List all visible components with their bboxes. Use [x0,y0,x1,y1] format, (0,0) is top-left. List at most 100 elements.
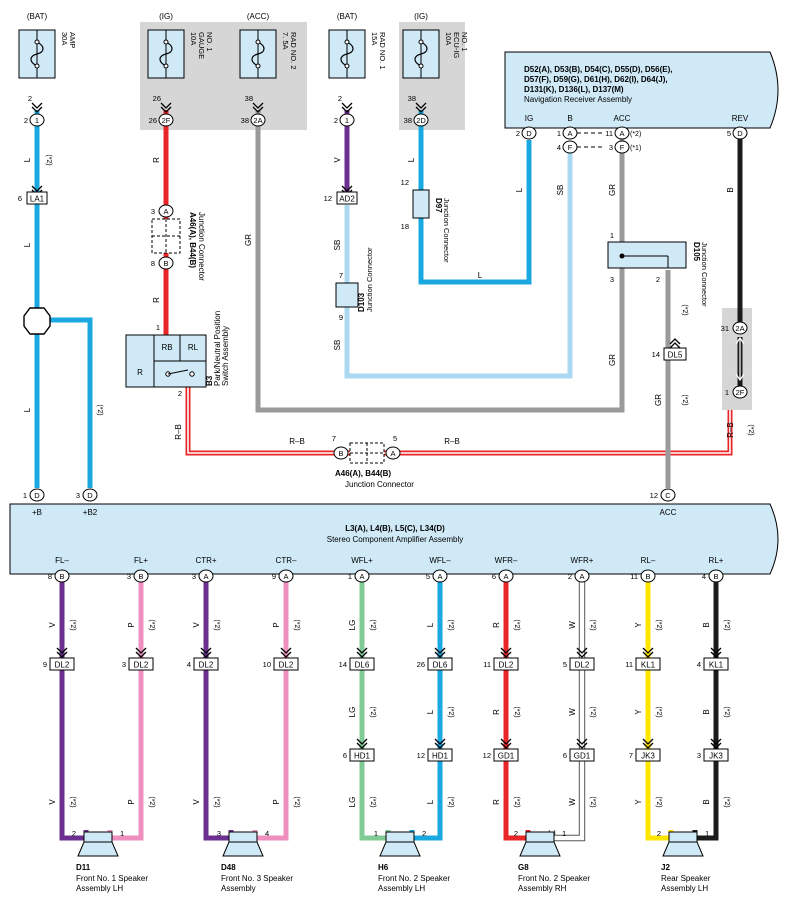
fuse-rad1-element [340,41,354,67]
amp-top-pin-2 [660,488,676,502]
amp-out-conn1-9 [703,657,729,671]
speaker-pinr-3: 1 [562,829,566,838]
lbl-n-5: (*2) [747,424,754,435]
amp-out-wire2-7: W [568,708,577,716]
jcl-pin-a [385,446,401,460]
amp-out-wire2-9: B [702,709,711,714]
amp-out-chev1-2 [200,647,212,658]
conn-la1 [26,191,48,205]
nav-term-ig: IG [525,114,533,123]
pin-num-1: 26 [149,116,157,125]
wire-sb-b [344,150,573,379]
amp-out-p1-6: 11 [483,660,491,669]
amp-out-conn1-7 [569,657,595,671]
b3-pin2: 2 [178,389,182,398]
amp-out-label-9: RL+ [709,556,724,565]
jcu-pin-b [158,256,174,270]
speaker-pinr-4: 1 [705,829,709,838]
amp-name: Stereo Component Amplifier Assembly [327,535,464,544]
d97-pin-top: 12 [401,178,409,187]
amp-out-note-4: (*2) [369,619,376,630]
pin-acc-2a-label: 2A [253,116,262,125]
nav-pin-ig [521,126,537,140]
wire-amp-b2 [37,317,93,488]
amp-out-note-0: (*2) [69,619,76,630]
nav-pin-ig-label: D [526,129,532,138]
amp-out-note2-4: (*2) [369,706,376,717]
amp-out-p1-9: 4 [697,660,701,669]
fuse-name-ecu: ECU-IG [452,32,461,58]
pin-amp-1-label: 1 [35,116,39,125]
amp-out-pin-0-label: B [59,572,64,581]
speaker-name-4: Rear Speaker [661,874,711,883]
d103-pin-top: 7 [339,271,343,280]
amp-out-note2-8: (*2) [655,706,662,717]
amp-out-pin-6-label: A [503,572,508,581]
lbl-sb-1: SB [333,240,342,251]
amp-out-conn2-5-label: HD1 [432,752,449,761]
amp-out-num-9: 4 [702,572,706,581]
amp-out-p1-4: 14 [339,660,347,669]
speaker-name-1: Front No. 3 Speaker [221,874,293,883]
amp-top-pin-1-label: D [87,491,93,500]
speaker-cone-3 [519,841,561,857]
amp-out-pin-0 [54,569,70,583]
conn-dl5-pin: 14 [652,350,660,359]
conn-ad2 [336,191,358,205]
amp-out-label-3: CTR– [276,556,297,565]
amp-out-note2-6: (*2) [513,706,520,717]
amp-out-p1-8: 11 [625,660,633,669]
amp-out-conn2-9-label: JK3 [709,752,723,761]
amp-out-wire2-4: LG [348,707,357,718]
fuse-chevron-rad2 [252,102,264,113]
conn-2f-label: 2F [736,388,745,397]
amp-out-label-8: RL– [641,556,656,565]
b3-name2: Switch Assembly [221,326,230,386]
fuse-name2-gauge: NO. 1 [205,32,214,52]
amp-out-pin-3 [278,569,294,583]
nav-pin-acc1-num: 11 [605,129,613,138]
fuse-rad2-dot2 [255,63,261,69]
jcl-pin-a-label: A [390,449,395,458]
amp-out-chev1-5 [434,647,446,658]
speaker-code-2: H6 [378,863,389,872]
lbl-l-6: L [515,187,524,192]
pin-rad1-1-label: 1 [345,116,349,125]
conn-dl5-label: DL5 [668,351,683,360]
amp-out-num-3: 9 [272,572,276,581]
amp-out-note3-9: (*2) [723,796,730,807]
amp-out-pin-5 [432,569,448,583]
amp-out-conn1-8-label: KL1 [641,661,656,670]
d97-code: D97 [434,198,443,213]
fuse-chevron-rad1 [341,102,353,113]
amp-out-wire-9: B [702,622,711,627]
amp-out-note3-7: (*2) [589,796,596,807]
speaker-pinl-3: 2 [514,829,518,838]
amp-out-p2-6: 12 [483,751,491,760]
amp-out-wire-5: L [426,622,435,627]
nav-code-2: D131(K), D136(L), D137(M) [524,85,624,94]
amp-out-p1-1: 3 [122,660,126,669]
pin-amp-1 [29,113,45,127]
fuse-name-rad2: RAD NO. 2 [289,32,298,70]
amp-out-chev1-0 [56,647,68,658]
nav-term-acc: ACC [614,114,631,123]
speaker-code-4: J2 [661,863,670,872]
fuse-rad2-element [251,41,265,67]
fuse-chevron-amp [31,102,43,113]
fuse-name-amp: AMP [68,32,77,48]
fuse-rad2-dot1 [255,39,261,45]
lbl-rb-3: R–B [289,437,305,446]
wire-ig-l [418,140,532,285]
amp-out-conn1-2 [193,657,219,671]
amp-out-conn2-9 [703,748,729,762]
lbl-n-4: (*2) [681,394,688,405]
amp-out-wire3-0: V [48,799,57,805]
nav-pin-acc2-num: 3 [609,143,613,152]
jcu-pin-b-num: 8 [151,259,155,268]
amp-out-wire3-8: Y [634,799,643,805]
nav-pin-b2-label: F [568,143,573,152]
amp-out-label-1: FL+ [134,556,148,565]
amp-out-chev1-9 [710,647,722,658]
amp-out-conn2-4 [349,748,375,762]
